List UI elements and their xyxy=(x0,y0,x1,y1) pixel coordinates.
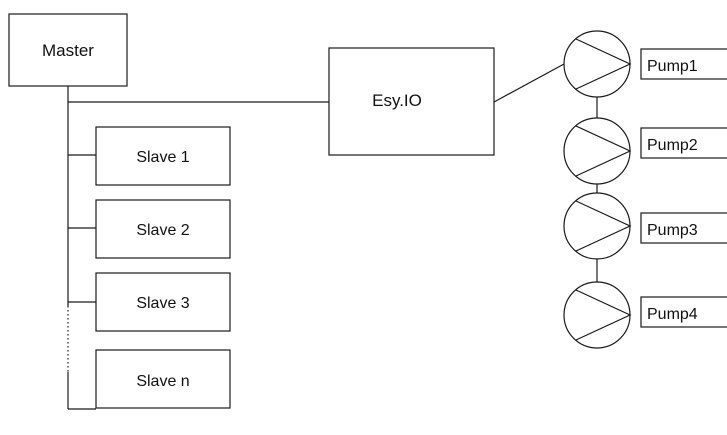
pump-4: Pump4 xyxy=(563,281,727,349)
slave-node-1: Slave 1 xyxy=(95,126,231,186)
controller-label: Esy.IO xyxy=(372,91,422,110)
pump-label-1: Pump1 xyxy=(647,58,698,75)
pump-label-4: Pump4 xyxy=(647,306,698,323)
pump-label-3: Pump3 xyxy=(647,222,698,239)
slave-node-2: Slave 2 xyxy=(95,199,231,259)
pump-4-icon xyxy=(563,281,631,349)
slave-label-3: Slave 3 xyxy=(136,295,189,312)
pump-1-icon xyxy=(563,30,631,98)
master-label: Master xyxy=(42,41,94,60)
slave-label-1: Slave 1 xyxy=(136,149,189,166)
slave-label-n: Slave n xyxy=(136,373,189,390)
pump-2: Pump2 xyxy=(563,117,727,185)
slave-node-3: Slave 3 xyxy=(95,272,231,332)
pump-2-icon xyxy=(563,117,631,185)
master-node: Master xyxy=(8,13,128,87)
pump-label-2: Pump2 xyxy=(647,137,698,154)
pump-3: Pump3 xyxy=(563,192,727,260)
pump-1: Pump1 xyxy=(563,30,727,98)
slave-label-2: Slave 2 xyxy=(136,222,189,239)
controller-to-pump-line xyxy=(493,63,565,103)
controller-node: Esy.IO xyxy=(328,47,495,156)
pump-3-icon xyxy=(563,192,631,260)
slave-node-n: Slave n xyxy=(95,349,231,409)
